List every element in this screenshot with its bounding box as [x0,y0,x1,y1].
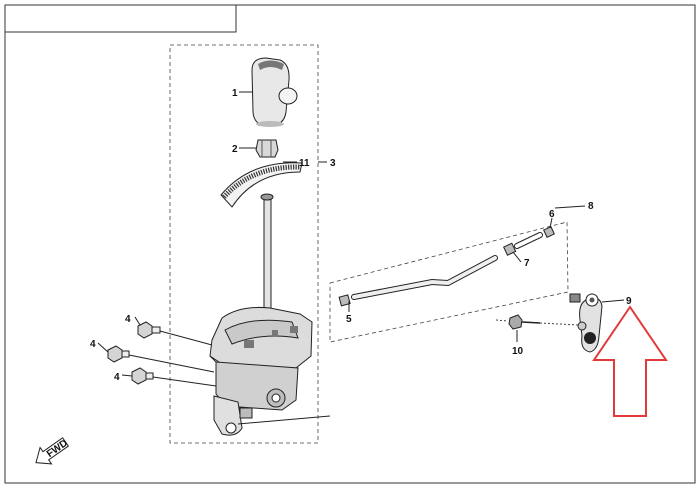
callout-3: 3 [330,158,336,169]
highlight-arrow [592,305,668,417]
bolt-middle [107,345,130,363]
nut-part-5 [338,294,351,307]
callout-10: 10 [512,346,524,357]
shifter-housing [209,307,313,436]
shift-cable [351,255,498,300]
callout-9: 9 [626,296,632,307]
callout-7: 7 [524,258,530,269]
callout-6: 6 [549,209,555,220]
callout-2: 2 [232,144,238,155]
title-block [5,5,237,33]
callout-4-lower: 4 [114,372,120,383]
drawing-frame [4,4,696,484]
fwd-direction-arrow: FWD [35,437,70,465]
adjuster-sleeve [514,232,543,249]
knob-nut [255,139,279,158]
nut-part-7 [503,242,517,256]
shift-arm [569,293,603,353]
callout-4-middle: 4 [90,339,96,350]
shift-knob [251,57,298,127]
gate-plate [220,162,303,208]
bolt-part-10 [495,314,579,330]
shift-lever-rod [263,194,272,316]
assembly-box-3 [169,44,319,444]
nut-part-6 [543,226,555,238]
callout-5: 5 [346,314,352,325]
callout-8: 8 [588,201,594,212]
bolt-lower [131,367,154,385]
bolt-upper [137,321,161,339]
callout-4-upper: 4 [125,314,131,325]
callout-1: 1 [232,88,238,99]
assembly-box-8 [329,221,569,343]
callout-11: 11 [299,158,310,169]
fwd-label: FWD [45,438,70,460]
